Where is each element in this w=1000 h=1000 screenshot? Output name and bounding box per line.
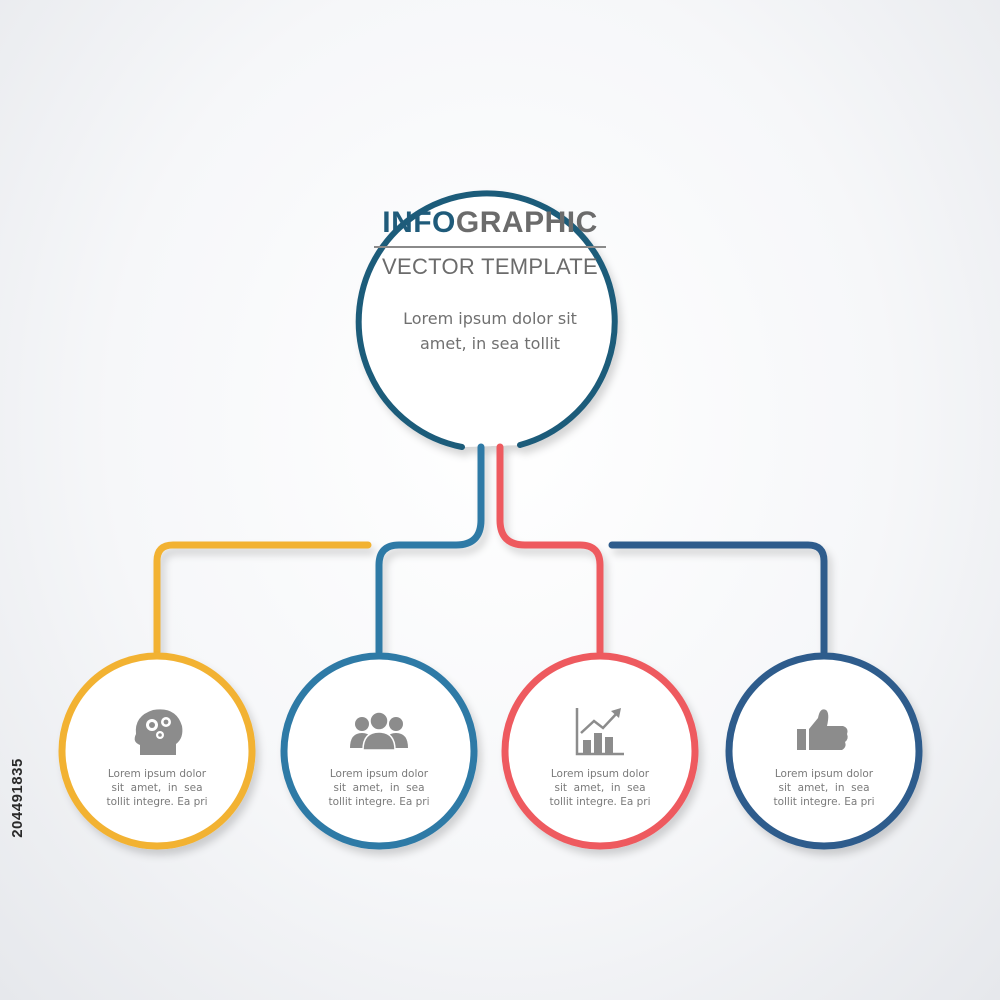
node-text-4: Lorem ipsum dolor sit amet, in sea tolli…: [759, 767, 889, 809]
node-text-line: Lorem ipsum dolor: [329, 768, 429, 780]
main-subtitle: VECTOR TEMPLATE: [382, 254, 598, 279]
main-description-line-2: amet, in sea tollit: [419, 334, 561, 353]
node-text-line: tollit integre. Ea pri: [106, 796, 208, 808]
main-title-accent: INFO: [382, 206, 456, 239]
title-divider: [374, 246, 606, 248]
node-text-line: sit amet, in sea: [111, 782, 203, 794]
connector-line-2: [375, 443, 485, 656]
main-description: Lorem ipsum dolor sit amet, in sea tolli…: [370, 306, 610, 356]
thumbs-up-icon: [797, 709, 848, 750]
stock-image-id: 204491835: [9, 758, 26, 838]
main-title-rest: GRAPHIC: [455, 206, 598, 239]
node-text-line: tollit integre. Ea pri: [773, 796, 875, 808]
node-text-3: Lorem ipsum dolor sit amet, in sea tolli…: [535, 767, 665, 809]
node-text-line: tollit integre. Ea pri: [328, 796, 430, 808]
node-text-line: Lorem ipsum dolor: [774, 768, 874, 780]
node-text-line: tollit integre. Ea pri: [549, 796, 651, 808]
main-title: INFOGRAPHIC: [360, 208, 620, 238]
node-text-line: sit amet, in sea: [554, 782, 646, 794]
node-ring-4: [725, 652, 923, 850]
bar-chart-growth-icon: [575, 708, 624, 756]
node-text-line: Lorem ipsum dolor: [107, 768, 207, 780]
people-group-icon: [350, 711, 408, 751]
connector-line-1: [153, 541, 372, 656]
main-title-block: INFOGRAPHIC VECTOR TEMPLATE: [360, 208, 620, 280]
node-text-1: Lorem ipsum dolor sit amet, in sea tolli…: [92, 767, 222, 809]
main-description-line-1: Lorem ipsum dolor sit: [403, 309, 577, 328]
node-text-line: sit amet, in sea: [333, 782, 425, 794]
main-circle-ring: [355, 190, 618, 450]
connector-line-3: [496, 443, 604, 656]
gears-head-icon: [134, 709, 183, 755]
node-text-line: sit amet, in sea: [778, 782, 870, 794]
node-text-2: Lorem ipsum dolor sit amet, in sea tolli…: [314, 767, 444, 809]
connector-line-4: [608, 541, 828, 656]
node-text-line: Lorem ipsum dolor: [550, 768, 650, 780]
node-ring-2: [280, 652, 478, 850]
